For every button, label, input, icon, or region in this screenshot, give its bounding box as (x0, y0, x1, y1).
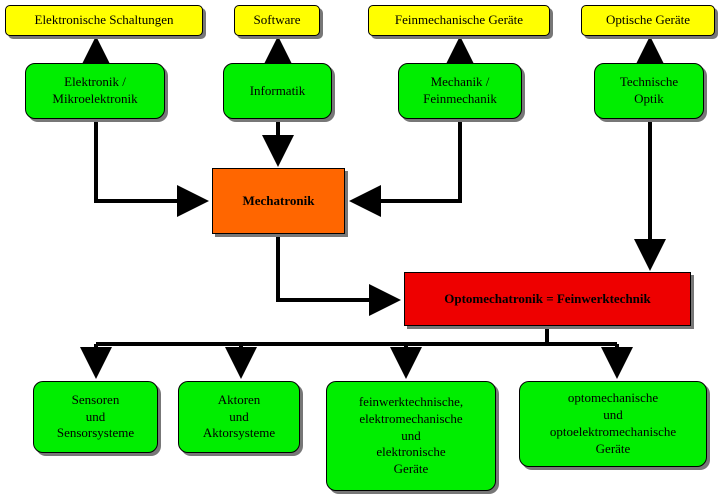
optomechatronics-box: Optomechatronik = Feinwerktechnik (404, 272, 691, 326)
product-optomechanical: optomechanische und optoelektromechanisc… (519, 381, 707, 467)
product-actuators: Aktoren und Aktorsysteme (178, 381, 300, 453)
discipline-mechanics: Mechanik / Feinmechanik (398, 63, 522, 119)
discipline-informatics: Informatik (223, 63, 332, 119)
discipline-electronics: Elektronik / Mikroelektronik (25, 63, 165, 119)
output-optical-devices: Optische Geräte (581, 5, 715, 36)
output-software: Software (234, 5, 320, 36)
product-devices: feinwerktechnische, elektromechanische u… (326, 381, 496, 491)
output-electronic-circuits: Elektronische Schaltungen (5, 5, 203, 36)
arrow-mechanics-to-mechatronics (349, 120, 462, 217)
output-precision-devices: Feinmechanische Geräte (368, 5, 550, 36)
mechatronics-box: Mechatronik (212, 168, 345, 234)
discipline-optics: Technische Optik (594, 63, 704, 119)
arrow-mechatronics-to-optomechatronics (276, 234, 401, 316)
arrow-electronics-to-mechatronics (94, 120, 209, 217)
product-sensors: Sensoren und Sensorsysteme (33, 381, 158, 453)
